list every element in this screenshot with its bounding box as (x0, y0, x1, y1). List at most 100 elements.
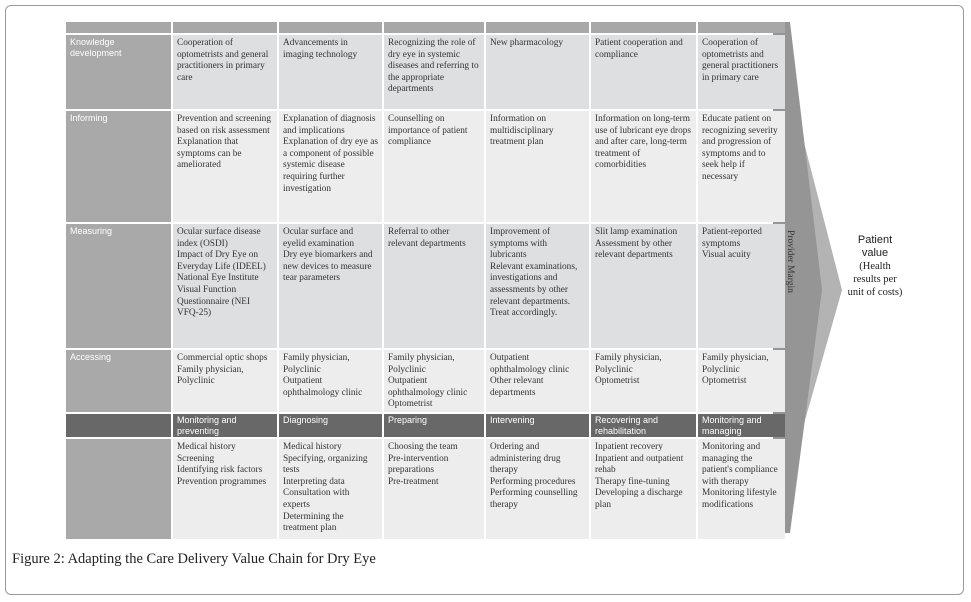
cell-line: New pharmacology (490, 38, 564, 48)
activity-line: Choosing the team (388, 442, 458, 452)
patient-value: Patient value (Health results per unit o… (840, 234, 910, 299)
table-cell: Referral to other relevant departments (384, 224, 484, 348)
cell-line: Cooperation of optometrists and general … (702, 38, 779, 83)
figure-caption: Figure 2: Adapting the Care Delivery Val… (12, 551, 376, 568)
header-strip-cell (173, 22, 277, 33)
cell-line: Optometrist (388, 399, 433, 410)
patient-value-sub-3: unit of costs) (847, 287, 903, 298)
table-cell: Counselling on importance of patient com… (384, 111, 484, 222)
cell-line: Slit lamp examination (595, 227, 678, 237)
activity-line: Medical history (283, 442, 342, 452)
activity-line: Interpreting data (283, 476, 345, 487)
table-cell: Cooperation of optometrists and general … (173, 35, 277, 109)
cell-line: Explanation of diagnosis and implication… (283, 114, 376, 136)
row-label: Informing (66, 111, 171, 222)
stage-header: Diagnosing (279, 414, 382, 437)
cell-line: Patient-reported symptoms (702, 227, 762, 249)
table-cell: Patient cooperation and compliance (591, 35, 696, 109)
cell-line: Ocular surface and eyelid examination (283, 227, 354, 249)
cell-line: Educate patient on recognizing severity … (702, 114, 778, 182)
cell-line: Prevention and screening based on risk a… (177, 114, 271, 136)
activity-line: Developing a discharge plan (595, 488, 683, 510)
activity-line: Specifying, organizing tests (283, 453, 368, 476)
cell-line: Explanation of dry eye as a component of… (283, 137, 379, 194)
cell-line: Impact of Dry Eye on Everyday Life (IDEE… (177, 250, 266, 272)
header-strip-cell (66, 22, 171, 33)
activity-line: Therapy fine-tuning (595, 476, 670, 487)
table-cell: Information on long-term use of lubrican… (591, 111, 696, 222)
cell-line: Information on multidisciplinary treatme… (490, 114, 554, 148)
patient-value-title-2: value (861, 247, 889, 259)
activity-line: Pre-treatment (388, 476, 439, 487)
cell-line: Optometrist (702, 376, 747, 387)
cell-line: Visual acuity (702, 250, 751, 261)
stage-header: Intervening (486, 414, 589, 437)
cell-line: Referral to other relevant departments (388, 227, 466, 249)
activity-line: Inpatient and outpatient rehab (595, 453, 684, 476)
activity-cell: Monitoring and managing the patient's co… (698, 439, 785, 539)
cell-line: Family physician, Polyclinic (283, 353, 350, 375)
caption-label: Figure 2: (12, 551, 65, 567)
cell-line: Cooperation of optometrists and general … (177, 38, 269, 83)
cell-line: Optometrist (595, 376, 640, 387)
cell-line: Recognizing the role of dry eye in syste… (388, 38, 479, 95)
table-cell: Educate patient on recognizing severity … (698, 111, 785, 222)
table-cell: New pharmacology (486, 35, 589, 109)
cell-line: Family physician, Polyclinic (177, 364, 244, 387)
cell-line: Commercial optic shops (177, 353, 268, 363)
activity-line: Prevention programmes (177, 476, 267, 487)
cell-line: Patient cooperation and compliance (595, 38, 683, 60)
stage-label-empty (66, 414, 171, 437)
cell-line: National Eye Institute Visual Function Q… (177, 273, 259, 319)
cell-line: Explanation that symptoms can be amelior… (177, 137, 242, 171)
stage-header: Preparing (384, 414, 484, 437)
activities-label (66, 439, 171, 539)
cell-line: Assessment by other relevant departments (595, 238, 673, 261)
cell-line: Outpatient ophthalmology clinic (490, 353, 570, 375)
cell-line: Improvement of symptoms with lubricants (490, 227, 551, 261)
cell-line: Family physician, Polyclinic (702, 353, 769, 375)
row-label: Accessing (66, 350, 171, 412)
patient-value-sub-1: (Health (859, 261, 891, 272)
cell-line: Outpatient ophthalmology clinic (283, 376, 363, 398)
activity-line: Performing counselling therapy (490, 488, 578, 510)
table-cell: Cooperation of optometrists and general … (698, 35, 785, 109)
activity-line: Monitoring and managing the patient's co… (702, 442, 778, 487)
patient-value-title-1: Patient (857, 234, 893, 246)
header-strip-cell (591, 22, 696, 33)
table-cell: Prevention and screening based on risk a… (173, 111, 277, 222)
activity-line: Performing procedures (490, 476, 576, 487)
activity-line: Identifying risk factors (177, 465, 263, 476)
cell-line: Information on long-term use of lubrican… (595, 114, 692, 171)
cell-line: Family physician, Polyclinic (595, 353, 662, 375)
header-strip-cell (384, 22, 484, 33)
activity-line: Inpatient recovery (595, 442, 663, 452)
cell-line: Family physician, Polyclinic (388, 353, 455, 375)
activity-line: Ordering and administering drug therapy (490, 442, 561, 476)
activity-line: Determining the treatment plan (283, 511, 344, 534)
cell-line: Other relevant departments (490, 376, 544, 398)
cell-line: Dry eye biomarkers and new devices to me… (283, 250, 373, 284)
table-cell: Recognizing the role of dry eye in syste… (384, 35, 484, 109)
stage-header: Recovering and rehabilitation (591, 414, 696, 437)
activity-line: Monitoring lifestyle modifications (702, 488, 777, 510)
activity-line: Screening (177, 453, 215, 464)
patient-value-sub-2: results per (853, 274, 897, 285)
provider-margin-label: Provider Margin (785, 230, 795, 293)
cell-line: Ocular surface disease index (OSDI) (177, 227, 261, 249)
table-cell: Information on multidisciplinary treatme… (486, 111, 589, 222)
